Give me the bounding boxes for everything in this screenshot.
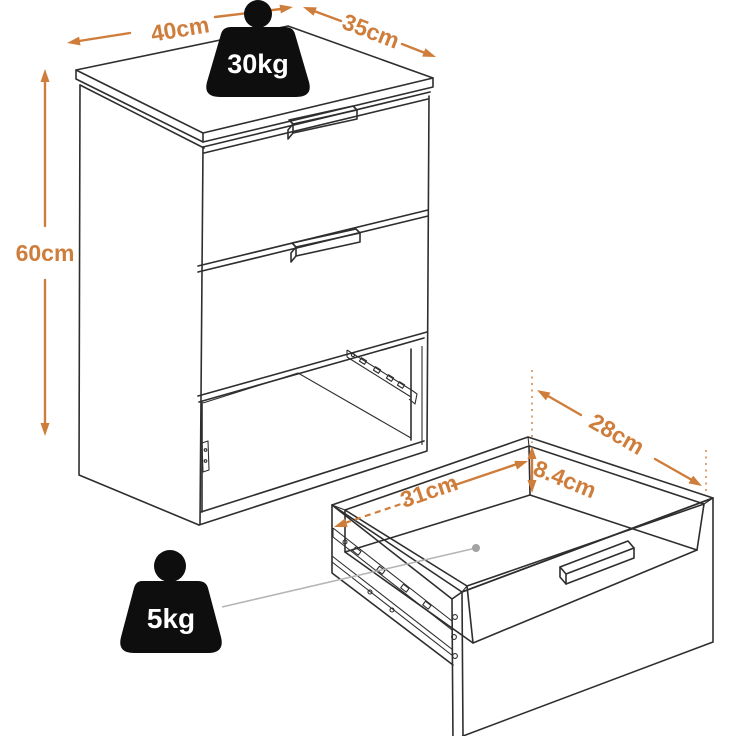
arrowhead: [40, 423, 50, 436]
cabinet-rail-bracket: [201, 440, 210, 473]
dim-drawer-depth-label: 28cm: [585, 408, 649, 460]
dim-drawer-height-label: 8.4cm: [530, 455, 600, 504]
arrowhead: [334, 518, 348, 528]
drawer-load-leader: [221, 544, 480, 608]
leader-dot: [472, 544, 480, 552]
arrowhead: [514, 460, 528, 470]
dim-height-label: 60cm: [16, 240, 75, 266]
arrowhead: [537, 390, 551, 401]
max-load-top-label: 30kg: [227, 49, 289, 79]
arrowhead: [527, 446, 537, 459]
pulled-drawer-handle: [559, 540, 635, 585]
drawer2-handle: [290, 228, 361, 263]
max-load-top-icon: 30kg: [206, 0, 310, 97]
max-load-drawer-label: 5kg: [147, 603, 195, 634]
nightstand-drawing: [75, 25, 434, 526]
max-load-drawer-icon: 5kg: [120, 550, 222, 653]
arrowhead: [688, 475, 702, 486]
drawer1-handle: [287, 105, 358, 140]
arrowhead: [67, 36, 81, 46]
arrowhead: [40, 69, 50, 82]
pulled-out-drawer-drawing: [331, 436, 714, 736]
arrowhead: [303, 7, 317, 16]
arrowhead: [279, 4, 293, 14]
dim-drawer-width-label: 31cm: [397, 469, 461, 513]
cabinet-slide-rail: [346, 349, 418, 405]
arrowhead: [422, 48, 436, 57]
dim-drawer-height: 8.4cm: [527, 446, 600, 504]
dim-height: 60cm: [16, 69, 75, 436]
drawer-slide-rail: [331, 527, 454, 657]
dim-top-width-label: 40cm: [149, 11, 211, 46]
arrowhead: [527, 480, 537, 493]
dim-top-depth: 35cm: [303, 7, 436, 57]
